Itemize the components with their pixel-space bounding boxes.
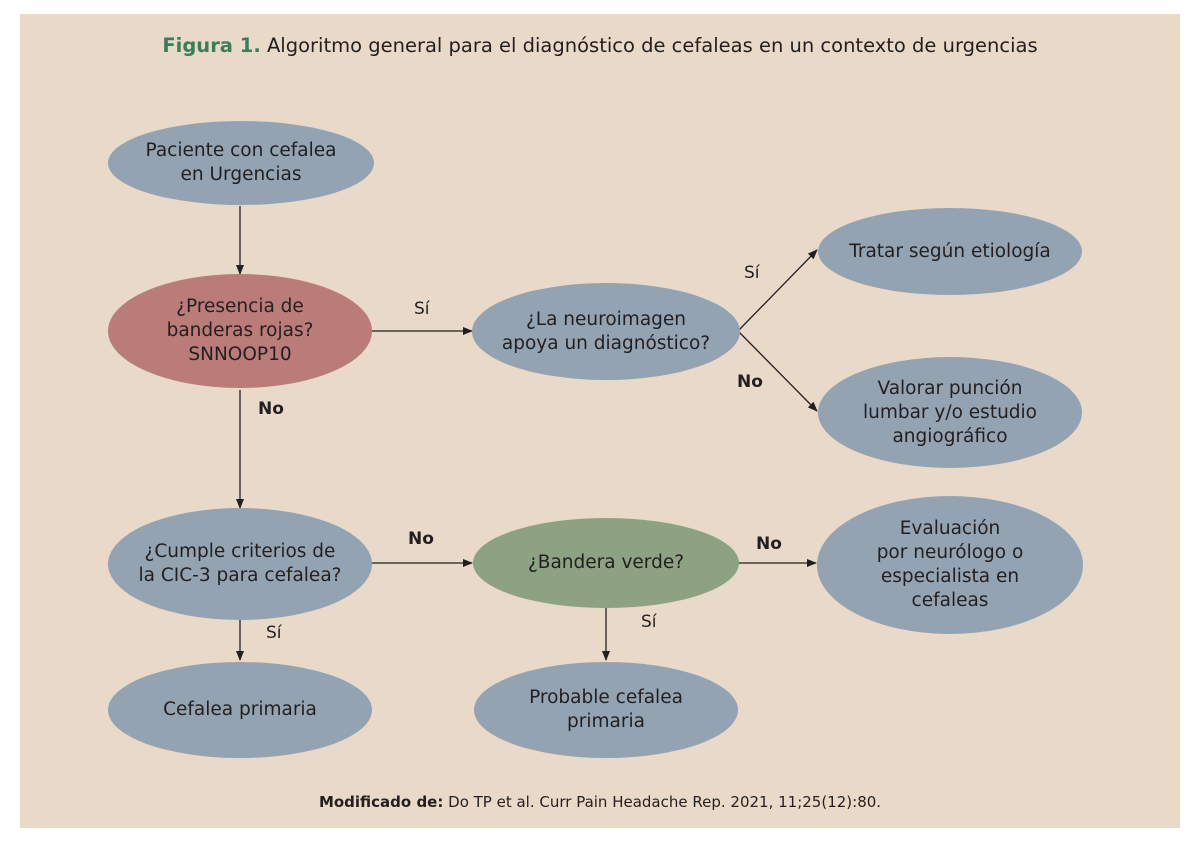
label-criteria-no: No xyxy=(408,529,434,549)
node-neuroimage: ¿La neuroimagen apoya un diagnóstico? xyxy=(472,283,740,380)
label-redflags-yes: Sí xyxy=(414,299,430,319)
edge-neuroimage-to-puncture xyxy=(737,330,818,412)
node-probable: Probable cefalea primaria xyxy=(474,662,738,758)
edge-neuroimage-to-treat xyxy=(737,249,818,332)
node-start: Paciente con cefalea en Urgencias xyxy=(108,121,374,205)
label-green-no: No xyxy=(756,534,782,554)
node-evaluation: Evaluación por neurólogo o especialista … xyxy=(817,496,1083,634)
node-red-flags: ¿Presencia de banderas rojas? SNNOOP10 xyxy=(108,274,372,388)
figure-footer: Modificado de: Do TP et al. Curr Pain He… xyxy=(0,793,1200,811)
label-green-yes: Sí xyxy=(641,612,657,632)
node-primary: Cefalea primaria xyxy=(108,662,372,758)
node-puncture: Valorar punción lumbar y/o estudio angio… xyxy=(818,357,1082,468)
label-neuro-no: No xyxy=(737,372,763,392)
figure-number: Figura 1. xyxy=(162,34,261,57)
figure-caption: Algoritmo general para el diagnóstico de… xyxy=(266,34,1038,57)
label-neuro-yes: Sí xyxy=(744,263,760,283)
node-green-flag: ¿Bandera verde? xyxy=(473,518,739,608)
figure-title: Figura 1. Algoritmo general para el diag… xyxy=(0,34,1200,57)
label-redflags-no: No xyxy=(258,399,284,419)
node-treat: Tratar según etiología xyxy=(818,208,1082,295)
node-criteria: ¿Cumple criterios de la CIC-3 para cefal… xyxy=(108,508,372,620)
label-criteria-yes: Sí xyxy=(266,623,282,643)
footer-label: Modificado de: xyxy=(318,793,444,811)
footer-citation: Do TP et al. Curr Pain Headache Rep. 202… xyxy=(448,793,882,811)
